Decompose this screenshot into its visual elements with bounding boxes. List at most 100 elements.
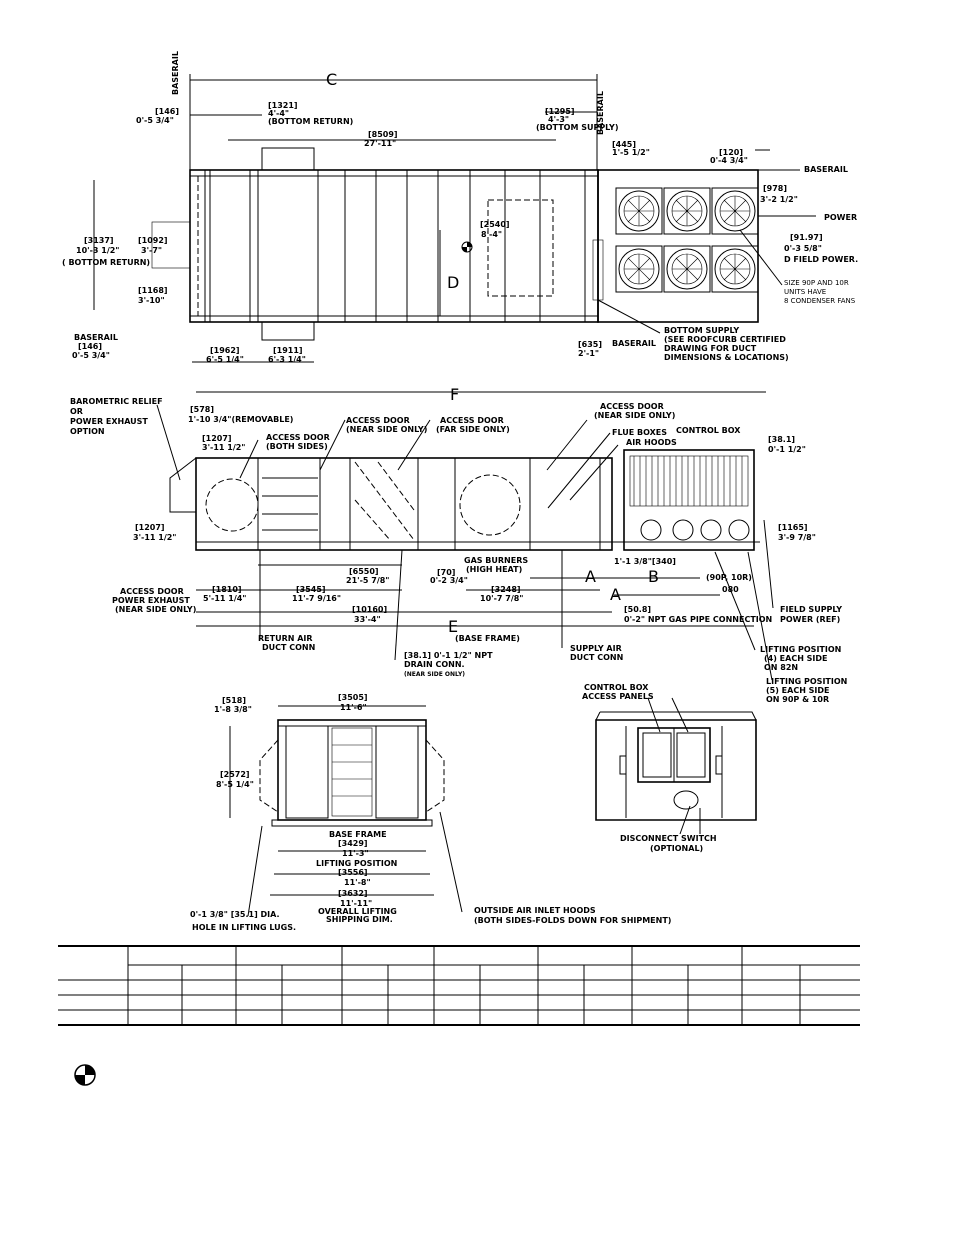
dim-label: [3505] (338, 693, 368, 702)
disconnect-switch-icon (673, 790, 699, 810)
note-label: ACCESS DOOR (600, 402, 664, 411)
dim-label: [6550] (349, 567, 379, 576)
dim-label: 1'-10 3/4"(REMOVABLE) (188, 415, 293, 424)
note-label: GAS BURNERS (464, 556, 528, 565)
dim-d-label: D (447, 273, 459, 292)
dim-label: ( BOTTOM RETURN) (62, 258, 150, 267)
dim-label: 4'-4" (268, 109, 289, 118)
dim-label: [1168] (138, 286, 168, 295)
blower-icon (205, 478, 259, 532)
fan-icon (666, 248, 708, 290)
note-label: ACCESS DOOR (440, 416, 504, 425)
note-label: (BASE FRAME) (455, 634, 520, 643)
dim-label: [1092] (138, 236, 168, 245)
fan-icon (666, 190, 708, 232)
dim-label: 0'-5 3/4" (72, 351, 110, 360)
note-label: (OPTIONAL) (650, 844, 703, 853)
note-label: BASE FRAME (329, 830, 387, 839)
note-label: LIFTING POSITION (316, 859, 397, 868)
compressor-icon (700, 519, 722, 541)
dim-label: 6'-5 1/4" (206, 355, 244, 364)
dim-label: [38.1] (768, 435, 795, 444)
note-label: (NEAR SIDE ONLY) (594, 411, 675, 420)
center-of-gravity-legend-icon (74, 1064, 96, 1086)
dim-label: 11'-3" (342, 849, 369, 858)
dim-label: [1962] (210, 346, 240, 355)
dim-label: [2572] (220, 770, 250, 779)
dim-label: 11'-11" (340, 899, 372, 908)
dim-e-label: E (448, 617, 458, 636)
dim-label: 1'-1 3/8"[340] (614, 557, 676, 566)
dim-label: [3248] (491, 585, 521, 594)
fan-icon (618, 248, 660, 290)
end-unit-outline (277, 719, 427, 821)
note-label: UNITS HAVE (784, 288, 826, 296)
control-box-panel (642, 732, 672, 778)
note-label: DISCONNECT SWITCH (620, 834, 717, 843)
dim-label: 3'-2 1/2" (760, 195, 798, 204)
compressor-icon (728, 519, 750, 541)
note-label: LIFTING POSITION (766, 677, 847, 686)
condenser-fans (615, 187, 759, 293)
dim-label: [120] (719, 148, 743, 157)
dim-label: 0'-4 3/4" (710, 156, 748, 165)
note-label: (4) EACH SIDE (764, 654, 828, 663)
baserail-label: BASERAIL (74, 333, 118, 342)
dim-label: 3'-11 1/2" (133, 533, 176, 542)
dim-b-label: B (648, 567, 659, 586)
note-label: (SEE ROOFCURB CERTIFIED (664, 335, 786, 344)
dim-label: 1'-5 1/2" (612, 148, 650, 157)
note-label: (BOTH SIDES-FOLDS DOWN FOR SHIPMENT) (474, 916, 671, 925)
note-label: FIELD SUPPLY (780, 605, 842, 614)
power-label: POWER (824, 213, 857, 222)
note-label: D FIELD POWER. (784, 255, 858, 264)
blower-icon (459, 474, 521, 536)
note-label: OR (70, 407, 83, 416)
note-label: ACCESS PANELS (582, 692, 654, 701)
fan-icon (714, 248, 756, 290)
note-label: DUCT CONN (262, 643, 315, 652)
fan-icon (714, 190, 756, 232)
note-label: DRAIN CONN. (404, 660, 465, 669)
note-label: SIZE 90P AND 10R (784, 279, 849, 287)
dim-a-label: A (610, 585, 621, 604)
note-label: [38.1] 0'-1 1/2" NPT (404, 651, 493, 660)
dim-label: [978] (763, 184, 787, 193)
dim-label: 11'-7 9/16" (292, 594, 341, 603)
note-label: ON 90P & 10R (766, 695, 829, 704)
dim-f-label: F (450, 385, 459, 404)
baserail-label: BASERAIL (612, 339, 656, 348)
dim-label: [1810] (212, 585, 242, 594)
control-end-view: CONTROL BOX ACCESS PANELS DISCONNECT SWI… (582, 683, 757, 853)
dim-label: 3'-11 1/2" (202, 443, 245, 452)
note-label: DIMENSIONS & LOCATIONS) (664, 353, 789, 362)
dim-label: 10'-3 1/2" (76, 246, 119, 255)
note-label: OVERALL LIFTING (318, 907, 397, 916)
dim-label: 8'-5 1/4" (216, 780, 254, 789)
dim-label: [635] (578, 340, 602, 349)
dim-label: 0'-3 5/8" (784, 244, 822, 253)
dim-label: [3545] (296, 585, 326, 594)
dim-label: 3'-7" (141, 246, 162, 255)
note-label: LIFTING POSITION (760, 645, 841, 654)
dim-label: [445] (612, 140, 636, 149)
dim-label: [3632] (338, 889, 368, 898)
dim-label: 33'-4" (354, 615, 381, 624)
note-label: SHIPPING DIM. (326, 915, 393, 924)
dim-label: 21'-5 7/8" (346, 576, 389, 585)
end-view: [518] 1'-8 3/8" [3505] 11'-6" [2572] 8'-… (190, 693, 671, 932)
dim-label: [1295] (545, 107, 575, 116)
dim-label: [50.8] (624, 605, 651, 614)
dim-label: [1321] (268, 101, 298, 110)
dim-label: 0'-2 3/4" (430, 576, 468, 585)
dim-label: [91.97] (790, 233, 823, 242)
dimension-table (58, 945, 860, 1026)
note-label: CONTROL BOX (676, 426, 741, 435)
dim-label: [578] (190, 405, 214, 414)
dim-label: 11'-6" (340, 703, 367, 712)
note-label: RETURN AIR (258, 634, 313, 643)
dim-label: 6'-3 1/4" (268, 355, 306, 364)
top-unit-outline (189, 169, 599, 323)
dim-label: 0'-5 3/4" (136, 116, 174, 125)
